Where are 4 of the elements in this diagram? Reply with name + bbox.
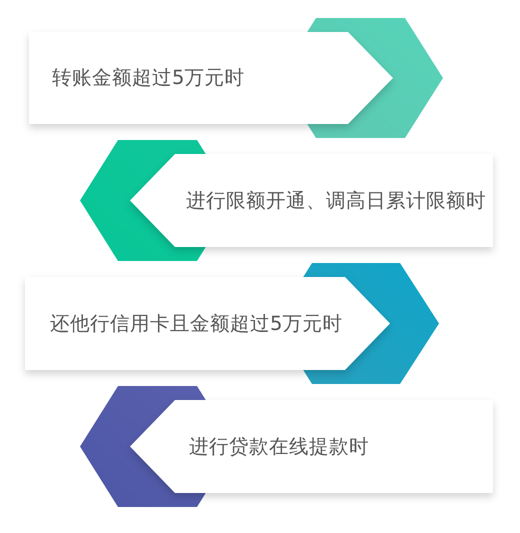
- card-text: 进行限额开通、调高日累计限额时: [186, 188, 486, 212]
- card-text: 进行贷款在线提款时: [189, 434, 369, 458]
- card-text: 转账金额超过5万元时: [52, 66, 244, 90]
- card-text: 还他行信用卡且金额超过5万元时: [50, 312, 342, 336]
